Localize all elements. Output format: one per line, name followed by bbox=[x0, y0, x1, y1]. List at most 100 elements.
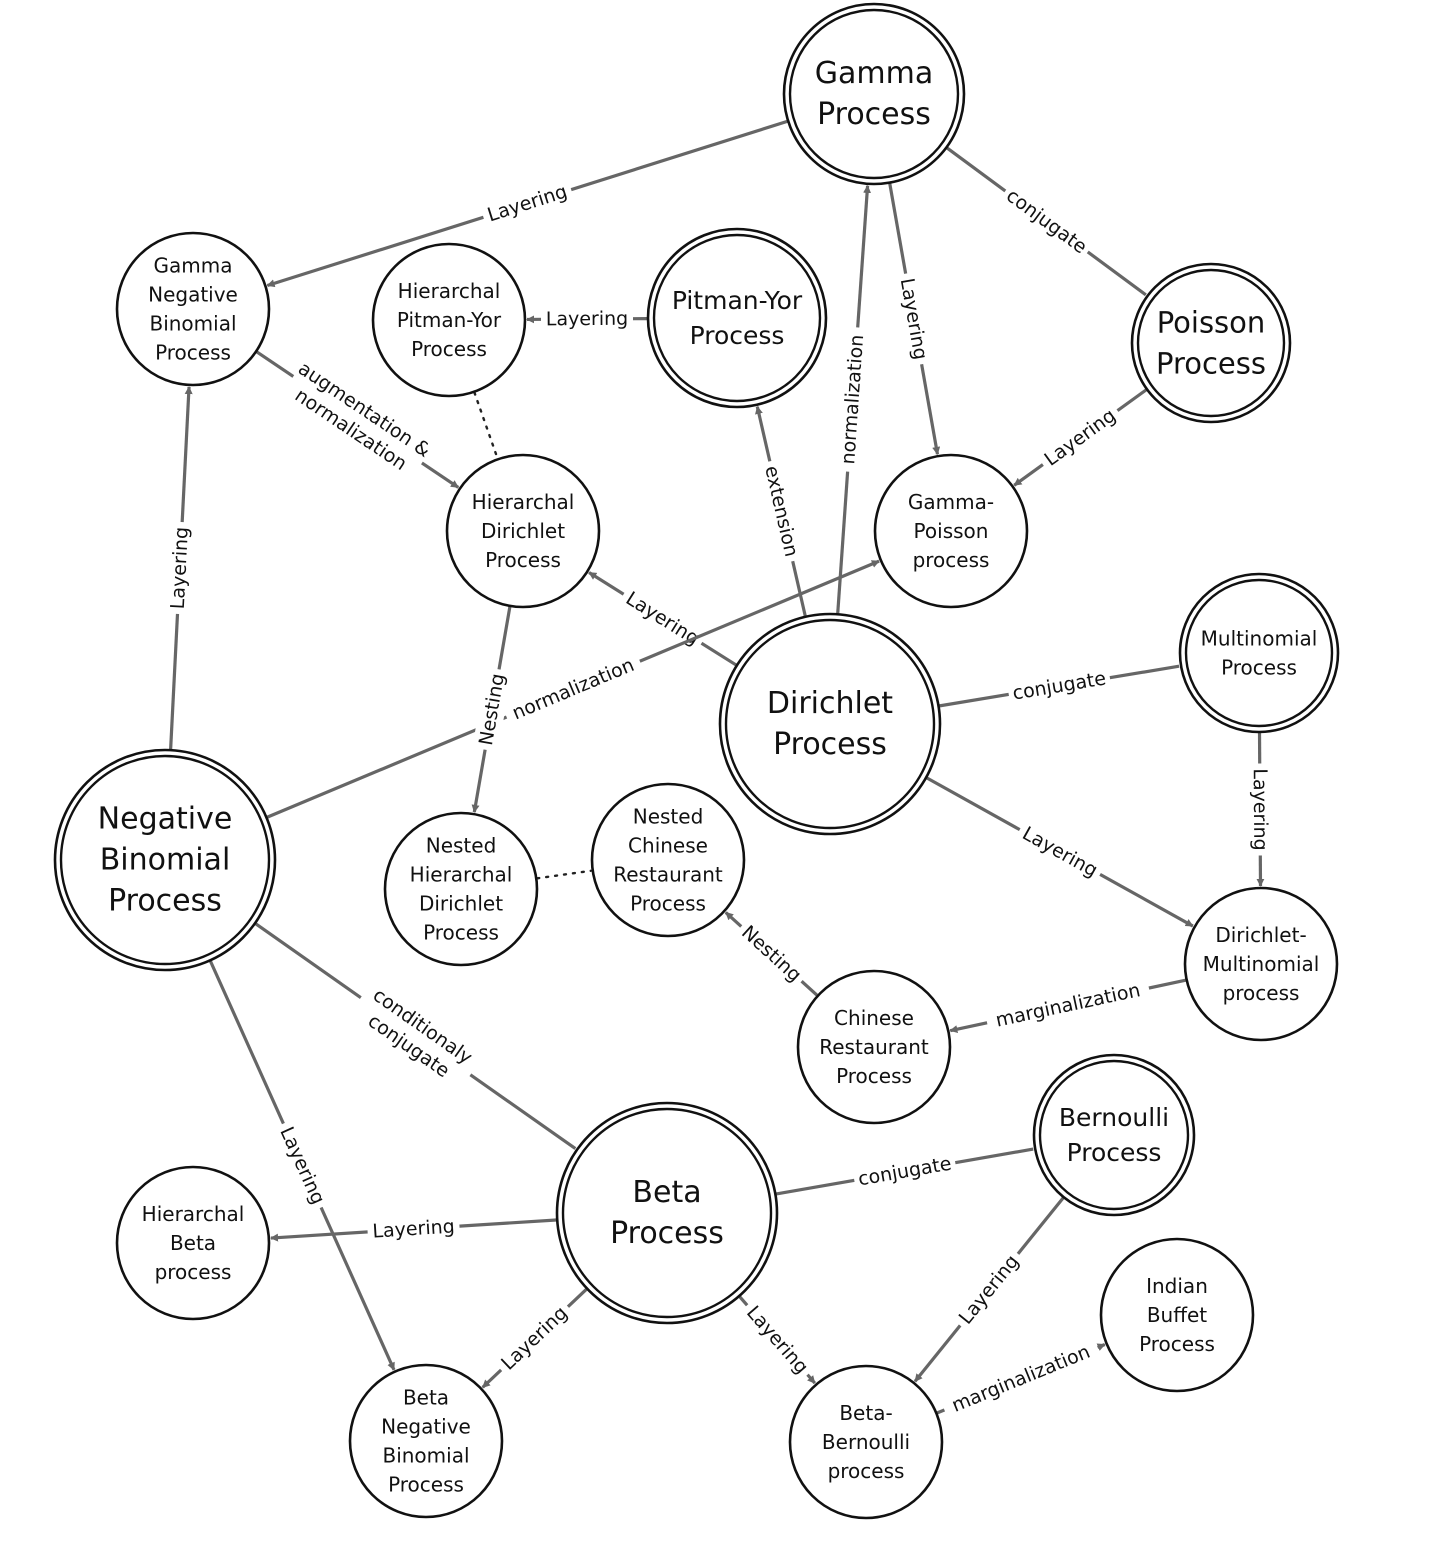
edge-dirichlet-pitman: extension bbox=[755, 405, 807, 617]
edge-label-bg bbox=[1006, 664, 1112, 708]
edge-label-multi-dm: Layering bbox=[1246, 763, 1274, 856]
node-label-line: Nested bbox=[633, 805, 704, 829]
node-label-line: Poisson bbox=[914, 519, 989, 543]
edge-hpy-hdp bbox=[473, 391, 499, 459]
edge-label-gamma-gp: Layering bbox=[892, 271, 935, 367]
edge-label-text: Layering bbox=[372, 1215, 456, 1242]
edge-label-dirichlet-dm: Layering bbox=[1013, 818, 1107, 886]
node-label-line: Gamma bbox=[154, 254, 233, 278]
node-label-line: Process bbox=[411, 337, 487, 361]
node-label-line: Negative bbox=[148, 283, 238, 307]
edge-label-line: extension bbox=[760, 464, 802, 559]
edge-label-gamma-gnb: Layering bbox=[479, 177, 576, 230]
node-label-line: Process bbox=[388, 1473, 464, 1497]
node-label-line: Binomial bbox=[149, 312, 236, 336]
node-label-line: Process bbox=[1221, 656, 1297, 680]
edge-label-dirichlet-pitman: extension bbox=[757, 458, 806, 565]
edge-label-text: Layering bbox=[546, 308, 629, 331]
edge-label-pitman-hpy: Layering bbox=[540, 305, 634, 333]
edge-label-bernoulli-bb: Layering bbox=[950, 1245, 1029, 1334]
edge-line-nhdp-ncrp bbox=[536, 869, 592, 880]
node-label-line: Poisson bbox=[1157, 306, 1266, 340]
node-inner-ring bbox=[724, 618, 936, 830]
edge-label-text: Nesting bbox=[737, 921, 806, 986]
edge-label-bb-ibp: marginalization bbox=[939, 1335, 1103, 1423]
edge-crp-ncrp: Nesting bbox=[724, 911, 819, 997]
edge-label-bg bbox=[501, 649, 645, 730]
node-label-line: Dirichlet bbox=[767, 686, 893, 721]
node-label-line: Dirichlet- bbox=[1215, 923, 1306, 947]
edge-label-text: marginalization bbox=[949, 1341, 1094, 1417]
edge-label-bg bbox=[732, 916, 811, 991]
edge-label-line: Layering bbox=[167, 526, 193, 609]
node-label-line: Beta bbox=[170, 1231, 216, 1255]
node-label-line: Process bbox=[1067, 1138, 1162, 1167]
node-label-line: Hierarchal bbox=[142, 1202, 245, 1226]
edge-label-line: conjugate bbox=[1002, 185, 1091, 259]
edge-label-text: conjugate bbox=[1002, 185, 1091, 259]
node-label-line: Process bbox=[1156, 347, 1266, 381]
node-label-line: Nested bbox=[426, 834, 497, 858]
node-label-line: Pitman-Yor bbox=[397, 308, 502, 332]
node-circle bbox=[115, 231, 271, 387]
edge-label-nbp-gnb: Layering bbox=[164, 521, 196, 615]
node-label-line: Hierarchal bbox=[472, 490, 575, 514]
edge-label-line: Layering bbox=[485, 181, 570, 227]
edge-beta-hbeta: Layering bbox=[270, 1213, 557, 1245]
edge-label-gamma-poisson: conjugate bbox=[997, 180, 1096, 263]
node-label-line: process bbox=[1223, 981, 1300, 1005]
node-circle bbox=[718, 612, 942, 836]
node-circle bbox=[348, 1363, 504, 1519]
edge-label-beta-bb: Layering bbox=[737, 1296, 818, 1384]
edge-label-bg bbox=[737, 1296, 818, 1384]
edge-beta-bb: Layering bbox=[737, 1295, 818, 1385]
edge-label-text: Layering bbox=[742, 1302, 813, 1379]
edge-nbp-gnb: Layering bbox=[164, 386, 196, 750]
node-label-line: Dirichlet bbox=[481, 519, 565, 543]
edge-beta-bnb: Layering bbox=[481, 1288, 588, 1389]
node-label-line: process bbox=[155, 1260, 232, 1284]
edge-label-nbp-gp: normalization bbox=[501, 649, 645, 730]
edge-label-line: normalization bbox=[837, 334, 868, 465]
node-circle bbox=[873, 453, 1029, 609]
edge-nhdp-ncrp bbox=[536, 869, 592, 880]
node-label-line: Process bbox=[108, 884, 222, 919]
node-label-line: Multinomial bbox=[1201, 627, 1318, 651]
edge-poisson-gp: Layering bbox=[1013, 388, 1148, 487]
edge-multi-dm: Layering bbox=[1246, 732, 1274, 887]
edge-label-text: conjugate bbox=[856, 1153, 953, 1191]
node-label-line: Restaurant bbox=[819, 1035, 929, 1059]
node-circle bbox=[555, 1101, 779, 1325]
edge-pitman-hpy: Layering bbox=[526, 305, 648, 333]
edge-label-crp-ncrp: Nesting bbox=[732, 916, 811, 991]
node-circle bbox=[788, 1364, 944, 1520]
edge-label-beta-hbeta: Layering bbox=[366, 1213, 461, 1245]
edge-label-text: normalization bbox=[837, 334, 868, 465]
node-circle bbox=[383, 811, 539, 967]
node-label-line: Chinese bbox=[834, 1006, 914, 1030]
edge-dirichlet-dm: Layering bbox=[926, 776, 1194, 928]
node-inner-ring bbox=[561, 1107, 773, 1319]
edge-label-bg bbox=[366, 1213, 461, 1245]
